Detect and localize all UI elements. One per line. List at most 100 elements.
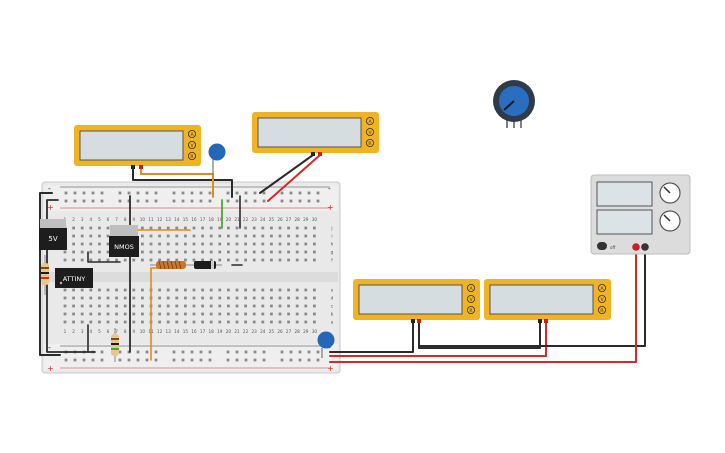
breadboard-hole[interactable] [252, 234, 256, 238]
inductor-icon[interactable] [150, 260, 192, 270]
breadboard-hole[interactable] [209, 234, 213, 238]
breadboard-hole[interactable] [252, 242, 256, 246]
breadboard-hole[interactable] [98, 226, 101, 230]
breadboard-hole[interactable] [252, 258, 256, 262]
breadboard-hole[interactable] [80, 242, 84, 246]
breadboard-hole[interactable] [136, 358, 140, 362]
breadboard-hole[interactable] [100, 358, 104, 362]
breadboard-hole[interactable] [166, 320, 170, 324]
breadboard-hole[interactable] [209, 258, 213, 262]
breadboard-hole[interactable] [141, 242, 144, 246]
breadboard-hole[interactable] [106, 320, 110, 324]
supply-positive-terminal[interactable] [632, 243, 640, 251]
meter2-mode-buttons[interactable]: A V R [365, 117, 374, 147]
breadboard-hole[interactable] [201, 226, 204, 230]
breadboard-hole[interactable] [141, 312, 144, 316]
breadboard-hole[interactable] [304, 250, 308, 254]
breadboard-hole[interactable] [261, 296, 265, 300]
breadboard-hole[interactable] [235, 358, 239, 362]
breadboard-hole[interactable] [98, 234, 101, 238]
breadboard-hole[interactable] [72, 242, 75, 246]
breadboard-hole[interactable] [184, 258, 187, 262]
breadboard-hole[interactable] [295, 242, 299, 246]
breadboard-hole[interactable] [72, 304, 75, 308]
meter2-mode-r[interactable]: R [368, 141, 371, 147]
breadboard-hole[interactable] [218, 304, 222, 308]
breadboard-hole[interactable] [72, 250, 75, 254]
breadboard-hole[interactable] [278, 234, 282, 238]
breadboard-hole[interactable] [304, 226, 308, 230]
breadboard-hole[interactable] [295, 250, 299, 254]
meter2-red-terminal[interactable] [318, 152, 322, 156]
breadboard-hole[interactable] [270, 312, 273, 316]
breadboard-hole[interactable] [132, 304, 136, 308]
breadboard-hole[interactable] [132, 288, 136, 292]
breadboard-hole[interactable] [115, 304, 118, 308]
breadboard-hole[interactable] [73, 358, 77, 362]
breadboard-hole[interactable] [218, 288, 222, 292]
breadboard-hole[interactable] [132, 312, 136, 316]
breadboard-hole[interactable] [280, 358, 284, 362]
breadboard-hole[interactable] [166, 258, 170, 262]
breadboard-hole[interactable] [313, 312, 316, 316]
breadboard-hole[interactable] [287, 288, 290, 292]
breadboard-hole[interactable] [244, 258, 247, 262]
breadboard-hole[interactable] [100, 199, 104, 203]
breadboard-hole[interactable] [244, 320, 247, 324]
breadboard-hole[interactable] [184, 226, 187, 230]
breadboard-hole[interactable] [115, 320, 118, 324]
breadboard-hole[interactable] [235, 242, 239, 246]
breadboard-hole[interactable] [149, 242, 153, 246]
breadboard-hole[interactable] [123, 288, 127, 292]
breadboard-hole[interactable] [313, 242, 316, 246]
breadboard-hole[interactable] [175, 288, 179, 292]
multimeter-3[interactable]: A V R [353, 279, 480, 323]
breadboard-hole[interactable] [252, 312, 256, 316]
breadboard-hole[interactable] [80, 320, 84, 324]
breadboard-hole[interactable] [106, 304, 110, 308]
breadboard-hole[interactable] [64, 358, 68, 362]
breadboard-hole[interactable] [295, 312, 299, 316]
breadboard-hole[interactable] [278, 320, 282, 324]
breadboard-hole[interactable] [115, 258, 118, 262]
breadboard-hole[interactable] [289, 358, 293, 362]
breadboard-hole[interactable] [100, 350, 104, 354]
breadboard-hole[interactable] [190, 191, 194, 195]
power-supply[interactable]: off [590, 174, 691, 255]
breadboard-hole[interactable] [123, 320, 127, 324]
breadboard-hole[interactable] [158, 250, 161, 254]
breadboard-hole[interactable] [226, 358, 230, 362]
breadboard-hole[interactable] [175, 242, 179, 246]
breadboard-hole[interactable] [106, 312, 110, 316]
breadboard-hole[interactable] [136, 199, 140, 203]
breadboard-hole[interactable] [287, 242, 290, 246]
wire-red-meter2[interactable] [267, 154, 321, 202]
breadboard-hole[interactable] [106, 258, 110, 262]
breadboard-hole[interactable] [192, 296, 196, 300]
breadboard-hole[interactable] [192, 320, 196, 324]
breadboard-hole[interactable] [270, 320, 273, 324]
breadboard-hole[interactable] [244, 358, 248, 362]
breadboard-hole[interactable] [158, 288, 161, 292]
breadboard-hole[interactable] [235, 296, 239, 300]
breadboard-hole[interactable] [132, 258, 136, 262]
breadboard-hole[interactable] [244, 350, 248, 354]
breadboard-hole[interactable] [98, 258, 101, 262]
breadboard-hole[interactable] [166, 312, 170, 316]
breadboard-hole[interactable] [278, 242, 282, 246]
wire-black-attiny[interactable] [87, 251, 121, 263]
breadboard-hole[interactable] [313, 234, 316, 238]
multimeter-1[interactable]: A V R [74, 125, 201, 169]
breadboard-hole[interactable] [166, 234, 170, 238]
breadboard-hole[interactable] [154, 358, 158, 362]
breadboard-hole[interactable] [199, 358, 203, 362]
breadboard-hole[interactable] [106, 288, 110, 292]
meter2-black-terminal[interactable] [311, 152, 315, 156]
breadboard-hole[interactable] [201, 250, 204, 254]
meter3-black-terminal[interactable] [411, 319, 415, 323]
breadboard-hole[interactable] [252, 226, 256, 230]
breadboard-hole[interactable] [289, 199, 293, 203]
breadboard-hole[interactable] [270, 304, 273, 308]
breadboard-hole[interactable] [262, 191, 266, 195]
